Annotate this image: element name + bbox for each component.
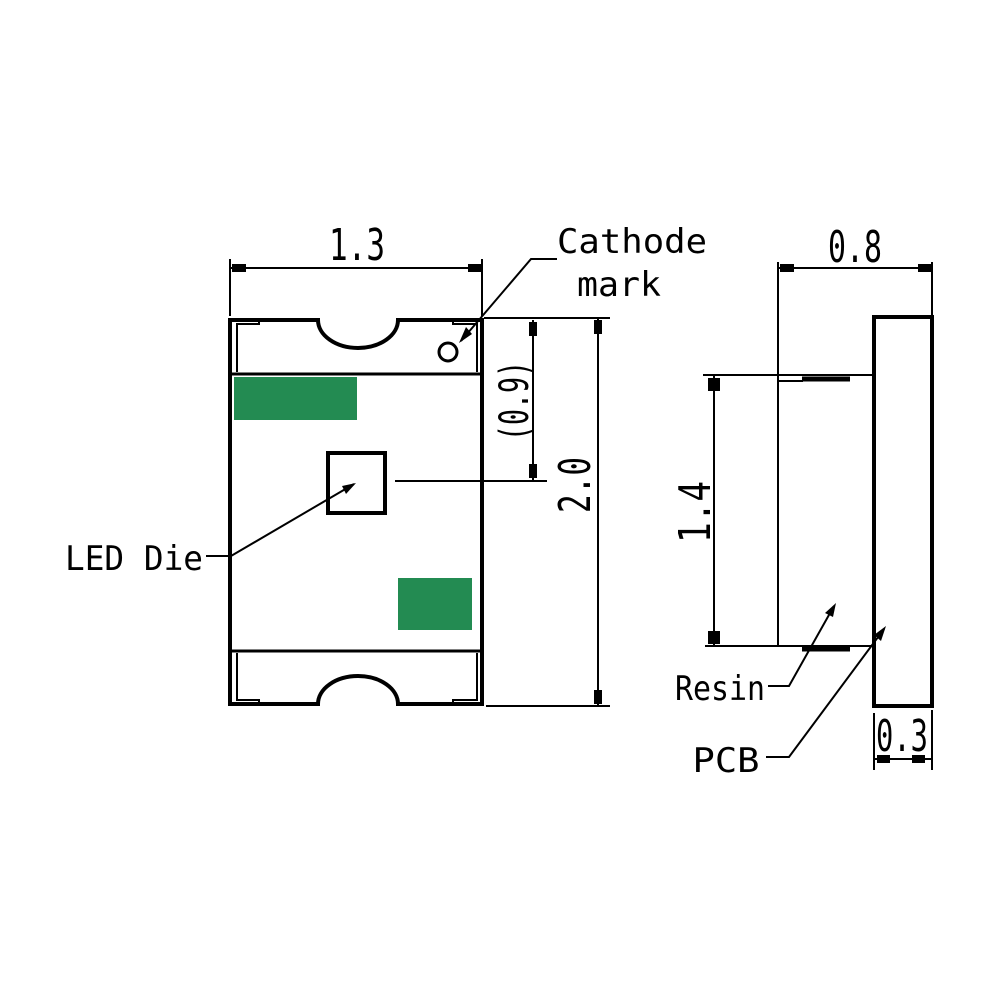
pcb-leader-line xyxy=(766,628,885,758)
led-die-outline xyxy=(326,451,387,515)
electrode-contour-bottom-left xyxy=(236,653,260,704)
resin-leader-arrow xyxy=(825,603,836,617)
resin-label: Resin xyxy=(675,669,765,709)
dim-width-arrow-left xyxy=(232,264,246,272)
pad-top-left xyxy=(234,377,357,420)
top-view: 1.3 (0.9) 2.0 Cathode mark LED Die xyxy=(65,220,707,707)
led-die-leader-line xyxy=(206,483,355,557)
dim-pcb-thickness-arrow-right xyxy=(912,755,925,763)
pcb-label: PCB xyxy=(693,741,760,781)
dim-side-width-arrow-right xyxy=(918,264,932,272)
dim-pcb-thickness-arrow-left xyxy=(877,755,890,763)
dim-side-width-arrow-left xyxy=(780,264,794,272)
pad-bottom-right xyxy=(398,578,472,630)
dim-pcb-thickness-value: 0.3 xyxy=(876,711,928,762)
electrode-contour-bottom-right xyxy=(452,653,478,704)
side-view: 0.8 1.4 0.3 Resin PCB xyxy=(670,222,934,781)
pcb-outline xyxy=(872,315,934,708)
electrode-contour-top-right xyxy=(452,320,478,372)
dim-width-arrow-right xyxy=(468,264,482,272)
cathode-mark-circle xyxy=(437,341,459,363)
dim-resin-height-value: 1.4 xyxy=(670,481,721,543)
dim-resin-height-arrow-bottom xyxy=(708,631,720,644)
led-die-leader-arrow xyxy=(342,483,356,494)
dim-height-arrow-bottom xyxy=(594,690,602,704)
dim-cathode-offset-arrow-top xyxy=(529,322,537,336)
cathode-label-line2: mark xyxy=(577,265,661,305)
led-die-label: LED Die xyxy=(65,539,203,579)
dim-cathode-offset-arrow-bottom xyxy=(529,464,537,478)
cathode-label-line1: Cathode xyxy=(557,222,707,262)
dim-resin-height-arrow-top xyxy=(708,378,720,391)
cathode-leader-line xyxy=(460,258,557,342)
electrode-contour-top-left xyxy=(236,320,260,372)
pcb-leader-arrow xyxy=(874,626,886,641)
resin-leader-line xyxy=(768,605,835,687)
dim-height-arrow-top xyxy=(594,320,602,334)
dim-side-width-value: 0.8 xyxy=(828,222,882,273)
dim-height-value: 2.0 xyxy=(550,457,601,513)
dim-cathode-offset-value: (0.9) xyxy=(492,361,538,441)
dim-width-value: 1.3 xyxy=(329,220,385,271)
cathode-leader-arrow xyxy=(459,327,472,343)
